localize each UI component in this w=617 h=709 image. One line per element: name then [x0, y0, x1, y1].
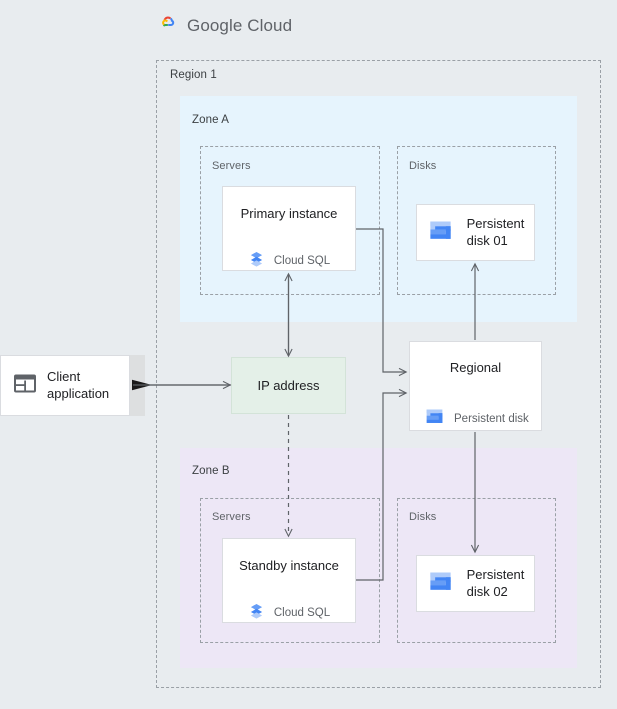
- zone-a-disks-label: Disks: [409, 160, 437, 172]
- zone-a-servers-label: Servers: [212, 160, 251, 172]
- zone-b-label: Zone B: [192, 465, 230, 477]
- region-label: Region 1: [170, 69, 217, 81]
- standby-instance-service-label: Cloud SQL: [273, 607, 331, 620]
- client-window-icon: [14, 374, 36, 398]
- persistent-disk-icon: [427, 217, 454, 249]
- region-container: [156, 60, 601, 688]
- zone-a-disks-group: [397, 146, 556, 295]
- primary-instance-card[interactable]: Primary instance Cloud SQL: [222, 186, 356, 271]
- standby-instance-card[interactable]: Standby instance Cloud SQL: [222, 538, 356, 623]
- standby-instance-service: Cloud SQL: [248, 602, 330, 624]
- google-cloud-wordmark: Google Cloud: [187, 16, 293, 35]
- primary-instance-service-label: Cloud SQL: [273, 255, 331, 268]
- client-edge-shade: [129, 355, 145, 416]
- cloud-sql-icon: [248, 602, 265, 624]
- regional-persistent-disk-card[interactable]: Regional Persistent disk: [409, 341, 542, 431]
- regional-disk-title: Regional: [449, 360, 502, 375]
- cloud-sql-icon: [248, 250, 265, 272]
- ip-address-label: IP address: [257, 378, 320, 393]
- regional-disk-service: Persistent disk: [424, 406, 529, 432]
- google-cloud-logo-icon: [155, 13, 179, 39]
- ip-address-box[interactable]: IP address: [231, 357, 346, 414]
- persistent-disk-icon: [424, 406, 445, 432]
- google-cloud-logo: Google Cloud: [155, 13, 292, 39]
- zone-a-label: Zone A: [192, 114, 230, 126]
- persistent-disk-icon: [427, 568, 454, 600]
- regional-disk-service-label: Persistent disk: [454, 413, 529, 426]
- zone-b-disks-label: Disks: [409, 511, 437, 523]
- standby-instance-title: Standby instance: [239, 558, 339, 573]
- zone-a-servers-group: [200, 146, 380, 295]
- primary-instance-title: Primary instance: [240, 206, 338, 221]
- primary-instance-service: Cloud SQL: [248, 250, 330, 272]
- zone-b-servers-label: Servers: [212, 511, 251, 523]
